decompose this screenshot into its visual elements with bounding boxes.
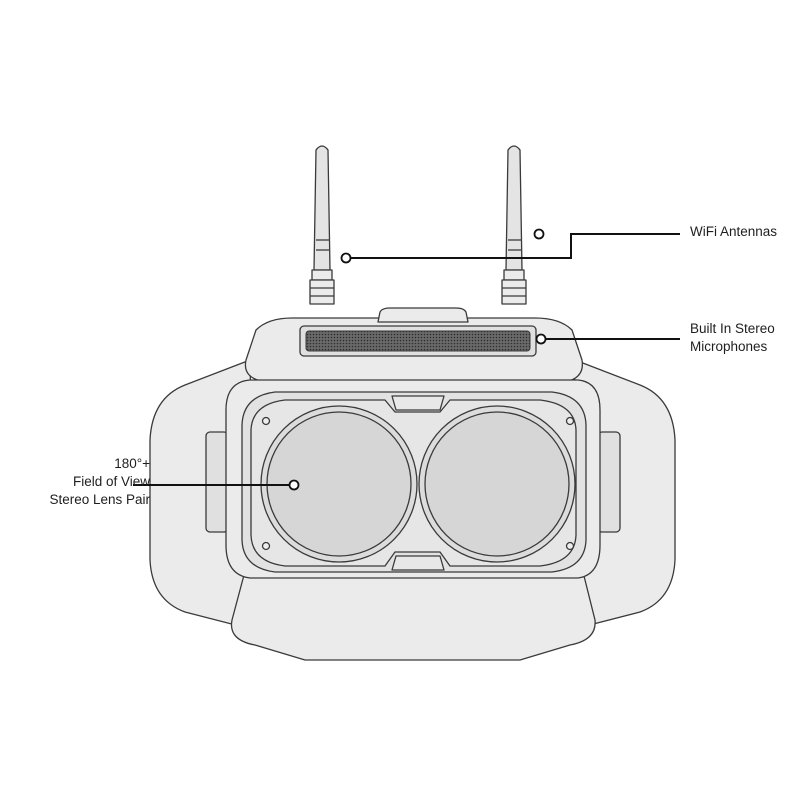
screw-tr	[565, 416, 575, 426]
callout-dot-antenna-left	[340, 252, 352, 264]
label-stereo-microphones-line2: Microphones	[690, 339, 768, 354]
label-wifi-antennas: WiFi Antennas	[690, 223, 777, 241]
callout-dot-antenna-right	[533, 228, 545, 240]
label-stereo-lens-pair-line1: 180°+	[114, 456, 150, 471]
callout-dot-lens	[288, 479, 300, 491]
label-stereo-lens-pair: 180°+ Field of View Stereo Lens Pair	[0, 455, 150, 509]
label-stereo-microphones-line1: Built In Stereo	[690, 321, 775, 336]
leader-wifi-antennas	[346, 233, 680, 259]
wifi-antenna-right	[501, 145, 527, 305]
label-stereo-lens-pair-line3: Stereo Lens Pair	[49, 492, 150, 507]
screw-br	[565, 541, 575, 551]
label-stereo-lens-pair-line2: Field of View	[72, 474, 150, 489]
stereo-mic-grille	[305, 330, 531, 352]
top-notch	[391, 395, 445, 411]
callout-dot-mics	[535, 333, 547, 345]
lens-right	[424, 411, 570, 557]
screw-bl	[261, 541, 271, 551]
screw-tl	[261, 416, 271, 426]
bottom-notch	[391, 555, 445, 571]
label-stereo-microphones: Built In Stereo Microphones	[690, 320, 775, 356]
side-connector-left	[205, 431, 229, 533]
bottom-body	[230, 559, 596, 661]
wifi-antenna-left	[309, 145, 335, 305]
mic-housing	[377, 307, 469, 323]
side-connector-right	[597, 431, 621, 533]
label-wifi-antennas-line1: WiFi Antennas	[690, 224, 778, 239]
